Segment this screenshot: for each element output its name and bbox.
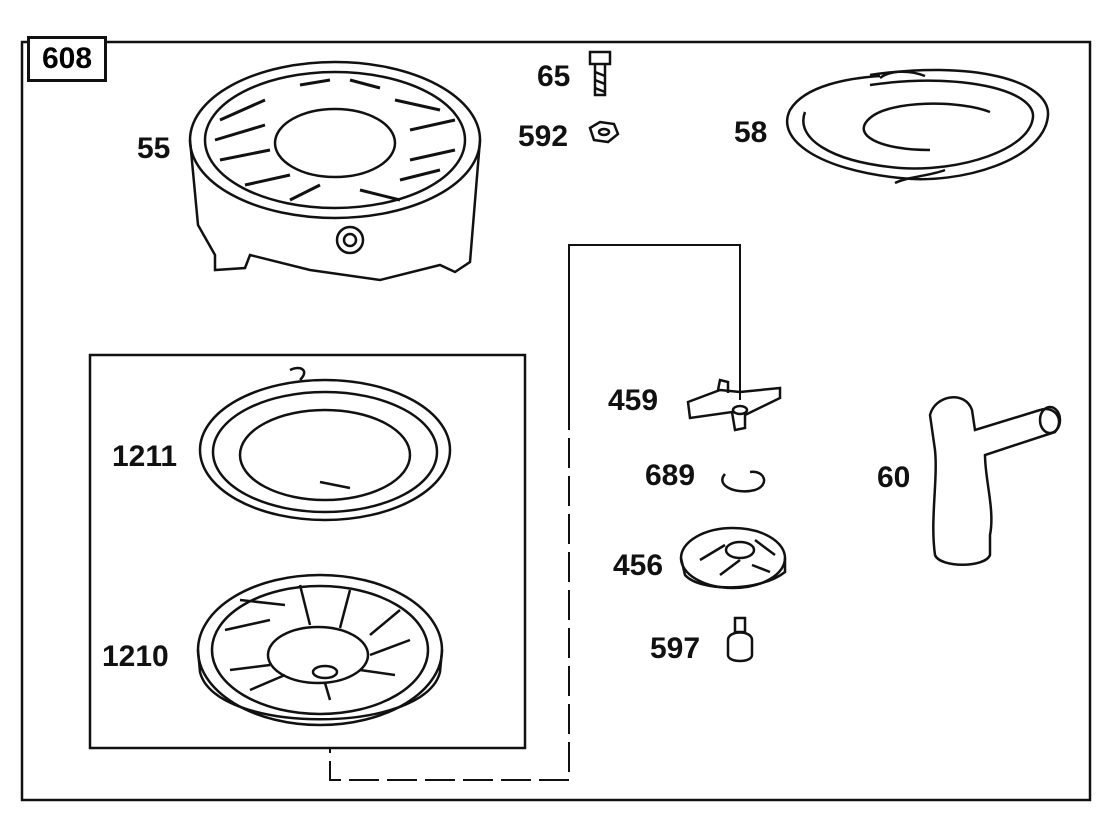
diagram-id-box: 608 — [27, 36, 107, 82]
part-label-58: 58 — [734, 116, 768, 149]
part-60-handle — [928, 396, 1062, 566]
part-1210-pulley — [196, 573, 444, 727]
part-label-60: 60 — [877, 461, 911, 494]
part-label-55: 55 — [137, 132, 171, 165]
part-1211-spring — [198, 366, 452, 522]
part-58-rope — [785, 68, 1050, 185]
part-597-screw — [726, 616, 754, 663]
outer-frame — [20, 40, 1092, 802]
part-label-597: 597 — [650, 632, 701, 665]
part-label-1211: 1211 — [112, 440, 178, 473]
part-55-housing — [188, 60, 482, 282]
assembly-dashed-line — [329, 400, 570, 781]
part-689-ring — [721, 470, 766, 493]
kit-box — [88, 353, 527, 750]
part-label-689: 689 — [645, 459, 696, 492]
part-592-nut — [588, 120, 620, 144]
part-label-65: 65 — [537, 60, 571, 93]
part-label-459: 459 — [608, 384, 659, 417]
part-label-592: 592 — [518, 120, 569, 153]
part-label-456: 456 — [613, 549, 664, 582]
part-65-screw — [588, 50, 612, 97]
part-456-retainer — [679, 526, 787, 590]
part-459-dog — [686, 378, 782, 432]
assembly-line — [568, 244, 741, 400]
part-label-1210: 1210 — [102, 640, 169, 673]
